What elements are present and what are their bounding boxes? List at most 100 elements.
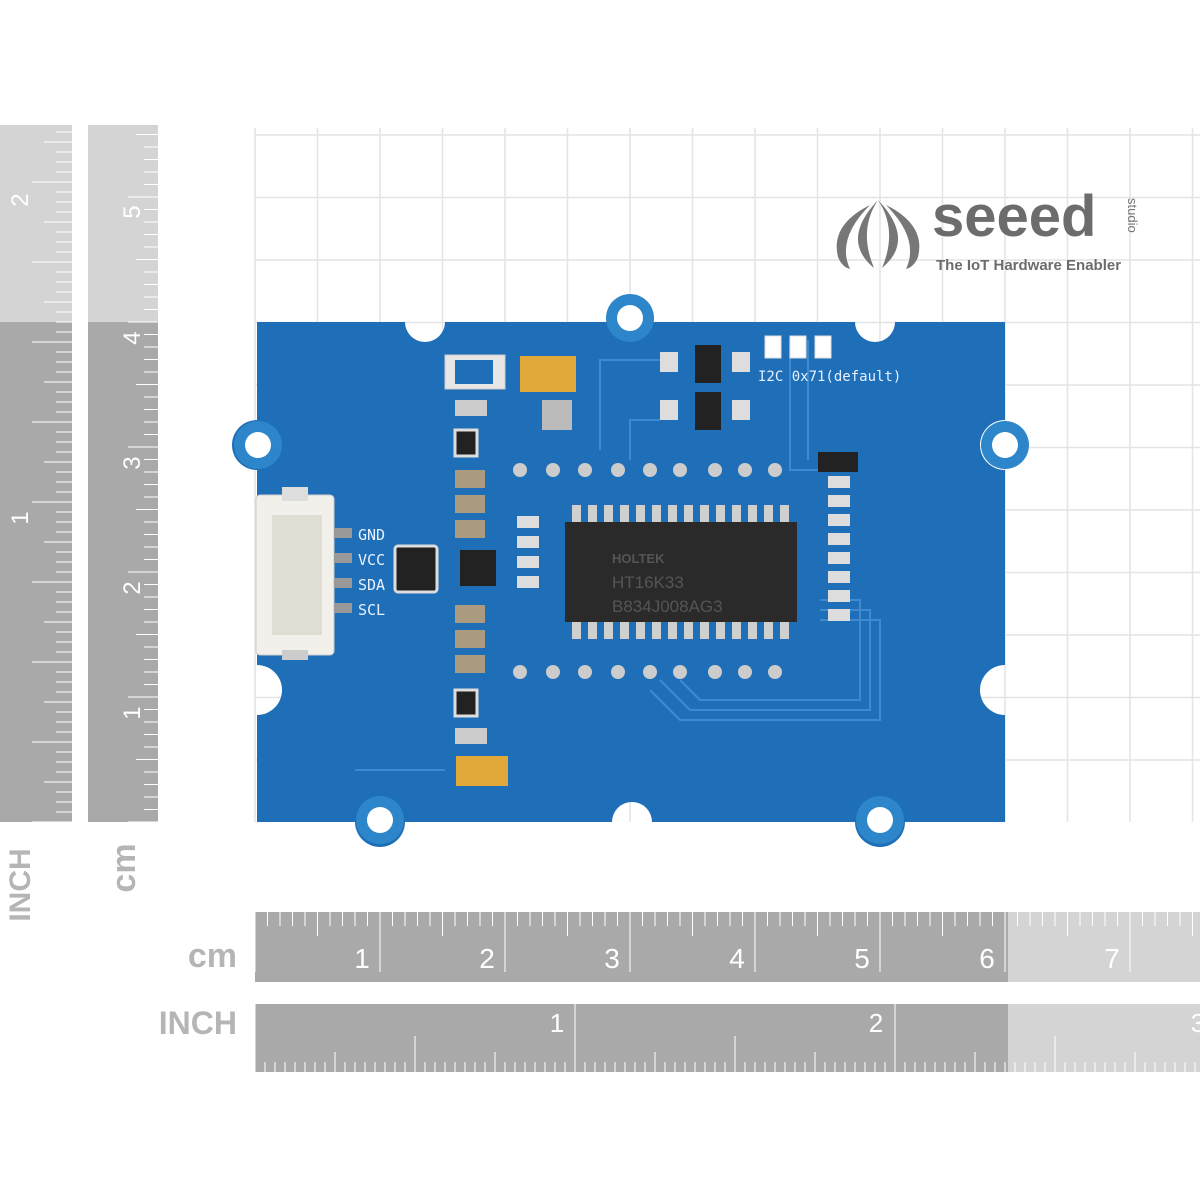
resistor xyxy=(517,556,539,568)
via-pad xyxy=(578,463,592,477)
via-pad xyxy=(611,463,625,477)
chip-pin xyxy=(764,505,773,523)
resistor xyxy=(828,476,850,488)
chip-pin xyxy=(716,505,725,523)
via-pad xyxy=(546,665,560,679)
via-pad xyxy=(578,665,592,679)
left-inch-label: INCH xyxy=(4,848,37,921)
chip-pin xyxy=(620,505,629,523)
chip-pin xyxy=(748,621,757,639)
left-cm-ruler: 5 4 3 2 1 xyxy=(88,125,158,823)
resistor xyxy=(517,576,539,588)
bottom-inch-tick: 1 xyxy=(550,1008,564,1038)
via-pad xyxy=(643,665,657,679)
pin-label-gnd: GND xyxy=(358,526,385,544)
bottom-cm-label: cm xyxy=(188,937,237,975)
chip-pin xyxy=(684,621,693,639)
left-cm-tick: 5 xyxy=(119,205,146,218)
chip-pin xyxy=(604,621,613,639)
bottom-cm-tick: 6 xyxy=(979,943,995,974)
via-pad xyxy=(513,665,527,679)
chip-pin xyxy=(604,505,613,523)
via-pad xyxy=(673,665,687,679)
seeed-tagline: The IoT Hardware Enabler xyxy=(936,257,1121,274)
resistor xyxy=(828,552,850,564)
bottom-inch-tick: 2 xyxy=(869,1008,883,1038)
mounting-holes xyxy=(234,294,1029,844)
chip-pin xyxy=(572,621,581,639)
pcb-board: GND VCC SDA SCL xyxy=(232,294,1029,847)
via-pad xyxy=(708,463,722,477)
chip-lot: B834J008AG3 xyxy=(612,597,723,616)
left-cm-tick: 4 xyxy=(119,331,146,344)
chip-pin xyxy=(732,505,741,523)
grove-connector[interactable] xyxy=(255,487,352,660)
via-pad xyxy=(673,463,687,477)
bottom-inch-label: INCH xyxy=(159,1005,237,1041)
via-pad xyxy=(738,665,752,679)
bottom-cm-tick: 2 xyxy=(479,943,495,974)
via-pad xyxy=(768,665,782,679)
via-pad xyxy=(708,665,722,679)
chip-pin xyxy=(588,505,597,523)
i2c-address-label: I2C 0x71(default) xyxy=(758,369,901,385)
pin-label-scl: SCL xyxy=(358,601,385,619)
left-inch-tick-2: 2 xyxy=(7,193,34,206)
chip-pin xyxy=(764,621,773,639)
resistor xyxy=(517,536,539,548)
via-pad xyxy=(768,463,782,477)
resistor xyxy=(828,514,850,526)
bottom-cm-tick: 4 xyxy=(729,943,745,974)
chip-pin xyxy=(652,505,661,523)
seeed-flame-icon xyxy=(836,200,920,269)
chip-pin xyxy=(668,621,677,639)
via-pad xyxy=(513,463,527,477)
chip-pin xyxy=(620,621,629,639)
chip-pin xyxy=(668,505,677,523)
pin-label-sda: SDA xyxy=(358,576,385,594)
chip-maker: HOLTEK xyxy=(612,551,665,566)
left-cm-tick: 1 xyxy=(119,706,146,719)
chip-pin xyxy=(716,621,725,639)
resistor xyxy=(828,495,850,507)
resistor xyxy=(828,590,850,602)
resistor xyxy=(828,609,850,621)
resistor xyxy=(517,516,539,528)
ht16k33-chip: HOLTEK HT16K33 B834J008AG3 xyxy=(565,505,797,639)
chip-pin xyxy=(636,621,645,639)
smd-components xyxy=(393,335,858,786)
left-inch-ruler: 2 1 xyxy=(0,125,72,823)
resistor xyxy=(828,571,850,583)
left-cm-label: cm xyxy=(105,843,143,892)
chip-pin xyxy=(572,505,581,523)
chip-pin xyxy=(780,621,789,639)
bottom-inch-ruler: 1 2 3 xyxy=(254,1004,1200,1072)
bottom-cm-tick: 7 xyxy=(1104,943,1120,974)
left-inch-tick-1: 1 xyxy=(7,511,34,524)
left-cm-tick: 2 xyxy=(119,581,146,594)
chip-pin xyxy=(700,505,709,523)
chip-pin xyxy=(684,505,693,523)
chip-pin xyxy=(732,621,741,639)
resistor xyxy=(828,533,850,545)
bottom-cm-tick: 5 xyxy=(854,943,870,974)
chip-pin xyxy=(652,621,661,639)
seeed-studio: studio xyxy=(1125,198,1140,233)
chip-pin xyxy=(700,621,709,639)
chip-pin xyxy=(636,505,645,523)
pin-label-vcc: VCC xyxy=(358,551,385,569)
left-cm-tick: 3 xyxy=(119,456,146,469)
via-pad xyxy=(643,463,657,477)
bottom-inch-tick: 3 xyxy=(1191,1008,1200,1038)
via-pad xyxy=(738,463,752,477)
chip-model: HT16K33 xyxy=(612,573,684,592)
via-pad xyxy=(546,463,560,477)
chip-pin xyxy=(588,621,597,639)
via-pad xyxy=(611,665,625,679)
chip-pin xyxy=(748,505,757,523)
seeed-brand: seeed xyxy=(932,184,1096,249)
bottom-cm-tick: 1 xyxy=(354,943,370,974)
seeed-logo: seeed studio The IoT Hardware Enabler xyxy=(836,184,1140,274)
